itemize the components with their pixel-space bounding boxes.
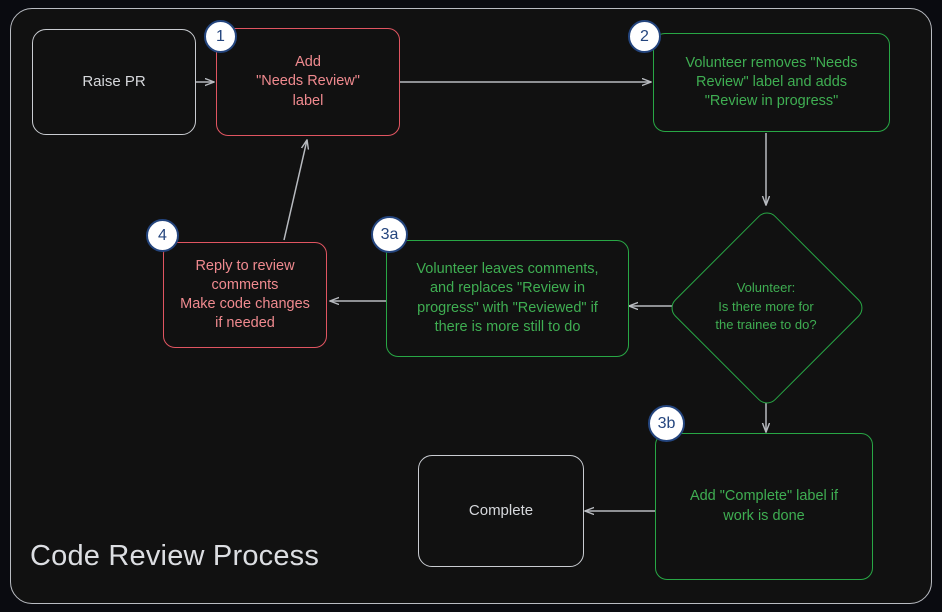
- node-complete[interactable]: Complete: [418, 455, 584, 567]
- node-volunteer-leaves-comments[interactable]: Volunteer leaves comments, and replaces …: [386, 240, 629, 357]
- node-complete-label: Complete: [468, 502, 534, 520]
- node-reply-to-review[interactable]: Reply to review comments Make code chang…: [163, 242, 327, 348]
- node-add-needs-review-label: Add "Needs Review" label: [256, 54, 360, 109]
- node-add-complete-label[interactable]: Add "Complete" label if work is done: [655, 433, 873, 580]
- node-volunteer-leaves-comments-label: Volunteer leaves comments, and replaces …: [416, 261, 599, 335]
- badge-step-3b[interactable]: 3b: [648, 405, 685, 442]
- badge-step-1[interactable]: 1: [204, 20, 237, 53]
- decision-diamond-shape: [666, 207, 868, 409]
- node-volunteer-removes[interactable]: Volunteer removes "Needs Review" label a…: [653, 33, 890, 132]
- node-add-complete-label-text: Add "Complete" label if work is done: [689, 488, 839, 524]
- badge-step-2[interactable]: 2: [628, 20, 661, 53]
- node-volunteer-removes-label: Volunteer removes "Needs Review" label a…: [685, 54, 858, 110]
- node-raise-pr-label: Raise PR: [82, 73, 146, 91]
- badge-step-4[interactable]: 4: [146, 219, 179, 252]
- page-title: Code Review Process: [30, 540, 320, 572]
- node-decision-more-work[interactable]: Volunteer: Is there more for the trainee…: [666, 207, 868, 409]
- badge-step-3a[interactable]: 3a: [371, 216, 408, 253]
- node-raise-pr[interactable]: Raise PR: [32, 29, 196, 135]
- node-add-needs-review[interactable]: Add "Needs Review" label: [216, 28, 400, 136]
- node-reply-to-review-label: Reply to review comments Make code chang…: [180, 257, 310, 332]
